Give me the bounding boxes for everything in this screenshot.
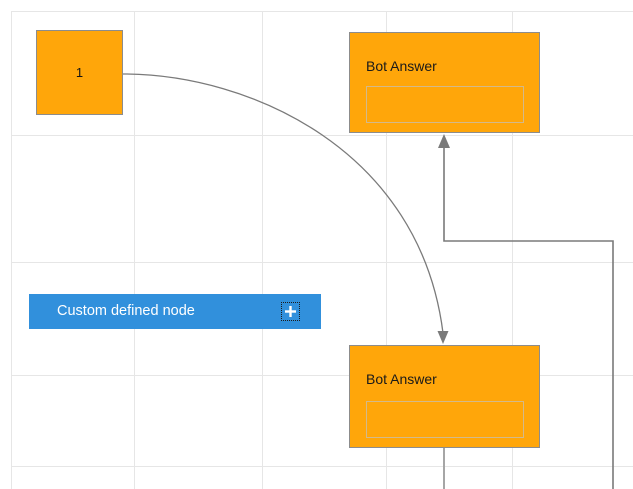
- node-bot-answer-bottom[interactable]: Bot Answer: [349, 345, 540, 448]
- node-1-label: 1: [75, 65, 84, 80]
- edge-curved-1-to-bot-answer-bottom[interactable]: [122, 73, 449, 344]
- node-1[interactable]: 1: [36, 30, 123, 115]
- plus-icon[interactable]: [281, 302, 300, 321]
- node-bot-answer-bottom-field[interactable]: [366, 401, 524, 438]
- node-bot-answer-top-title: Bot Answer: [366, 58, 437, 74]
- node-bot-answer-top[interactable]: Bot Answer: [349, 32, 540, 133]
- custom-defined-node-bar[interactable]: Custom defined node: [29, 294, 321, 329]
- custom-defined-node-label: Custom defined node: [57, 303, 195, 320]
- edge-orthogonal-into-bot-answer-top[interactable]: [438, 134, 614, 489]
- node-bot-answer-bottom-title: Bot Answer: [366, 371, 437, 387]
- node-bot-answer-top-field[interactable]: [366, 86, 524, 123]
